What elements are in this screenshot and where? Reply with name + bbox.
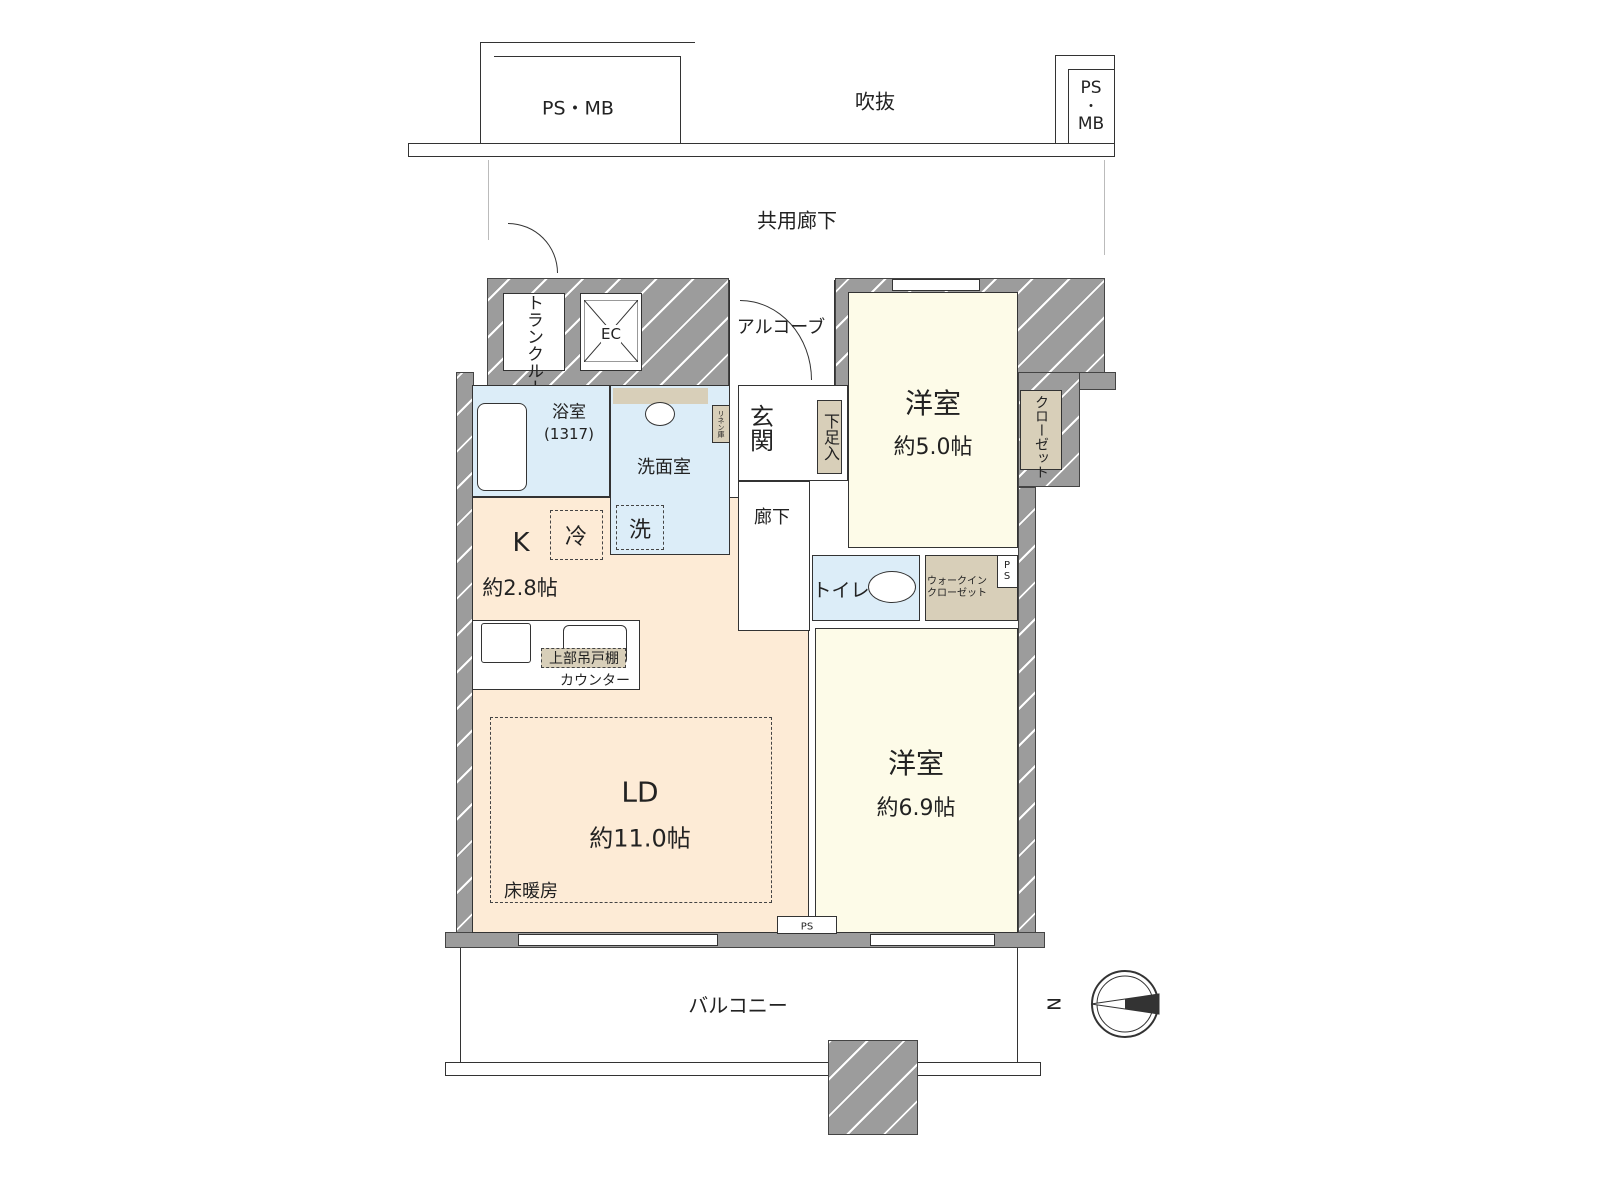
upper-cabinet-label: 上部吊戸棚 xyxy=(549,651,619,667)
north-label: N xyxy=(1044,997,1066,1011)
ec-label: EC xyxy=(601,325,621,343)
mb-right-label: MB xyxy=(1077,114,1105,134)
kitchen-size: 約2.8帖 xyxy=(482,576,558,600)
balcony xyxy=(460,948,1018,1062)
washer-label: 洗 xyxy=(628,518,652,543)
ps-mb-left-box xyxy=(480,42,695,144)
ld-label: LD xyxy=(621,775,659,809)
entrance-label: 玄関 xyxy=(745,404,774,452)
trunk-room-label: トランクルーム xyxy=(523,294,543,413)
trunk-room xyxy=(503,293,565,371)
ps-mb-right-inner xyxy=(1068,69,1115,144)
ld-size: 約11.0帖 xyxy=(589,824,691,853)
upper-cabinet xyxy=(541,648,626,668)
bathtub-icon xyxy=(477,403,527,491)
closet-label: クローゼット xyxy=(1033,395,1049,479)
ps-mb-left-inner xyxy=(494,56,681,144)
common-corridor-label: 共用廊下 xyxy=(757,208,837,233)
linen-storage xyxy=(712,405,730,443)
western1-size: 約5.0帖 xyxy=(893,435,973,460)
ps-right-dot: ・ xyxy=(1084,99,1098,115)
ps-shaft xyxy=(997,555,1018,588)
western-room-2 xyxy=(815,628,1018,933)
ps-right-label: PS xyxy=(1080,78,1102,98)
washer-space xyxy=(616,505,664,550)
toilet-label: トイレ xyxy=(812,579,870,602)
ps-bottom xyxy=(777,916,837,934)
kitchen-label: K xyxy=(512,528,530,558)
window-ld[interactable] xyxy=(518,934,718,946)
bath-size: (1317) xyxy=(544,425,594,443)
corridor-line-left xyxy=(488,160,489,240)
western1-label: 洋室 xyxy=(904,387,962,420)
linen-label: リネン庫 xyxy=(717,410,725,438)
fridge-label: 冷 xyxy=(564,525,588,550)
stove-icon xyxy=(481,623,531,663)
ps-bottom-label: PS xyxy=(800,921,814,933)
vanity xyxy=(613,388,708,404)
sink-icon xyxy=(645,402,675,426)
ps-mb-left-label: PS・MB xyxy=(542,97,614,120)
balcony-label: バルコニー xyxy=(688,993,788,1018)
top-slab xyxy=(408,143,1115,157)
hallway xyxy=(738,481,810,631)
right-wall-lower xyxy=(1018,487,1036,947)
balcony-rail xyxy=(445,1062,1041,1076)
walkin-closet[interactable] xyxy=(925,555,1018,621)
window-western2[interactable] xyxy=(870,934,995,946)
window-western1[interactable] xyxy=(892,279,980,291)
counter-label: カウンター xyxy=(560,673,630,689)
walkin-label: ウォークインクローゼット xyxy=(927,576,987,599)
western2-label: 洋室 xyxy=(887,747,945,780)
floor-heating-label: 床暖房 xyxy=(504,881,558,902)
void-label: 吹抜 xyxy=(855,89,895,114)
bath-label: 浴室 xyxy=(552,402,586,423)
balcony-column xyxy=(828,1040,918,1135)
compass-icon xyxy=(1090,970,1160,1038)
alcove-label: アルコーブ xyxy=(736,317,826,338)
closet[interactable] xyxy=(1020,390,1062,470)
ps-label: PS xyxy=(1001,560,1013,582)
washroom-label: 洗面室 xyxy=(637,457,691,478)
corridor-line-right xyxy=(1104,160,1105,255)
toilet-bowl-icon xyxy=(868,571,916,603)
western2-size: 約6.9帖 xyxy=(876,796,956,821)
ps-mb-right-box xyxy=(1055,55,1115,144)
western-room-1 xyxy=(848,292,1018,548)
hallway-label: 廊下 xyxy=(754,507,790,528)
trunk-door[interactable] xyxy=(508,223,558,273)
shoe-box xyxy=(817,400,842,474)
shoe-box-label: 下足入 xyxy=(821,413,840,461)
fridge-space xyxy=(550,510,603,560)
floor-heating-area xyxy=(490,717,772,903)
